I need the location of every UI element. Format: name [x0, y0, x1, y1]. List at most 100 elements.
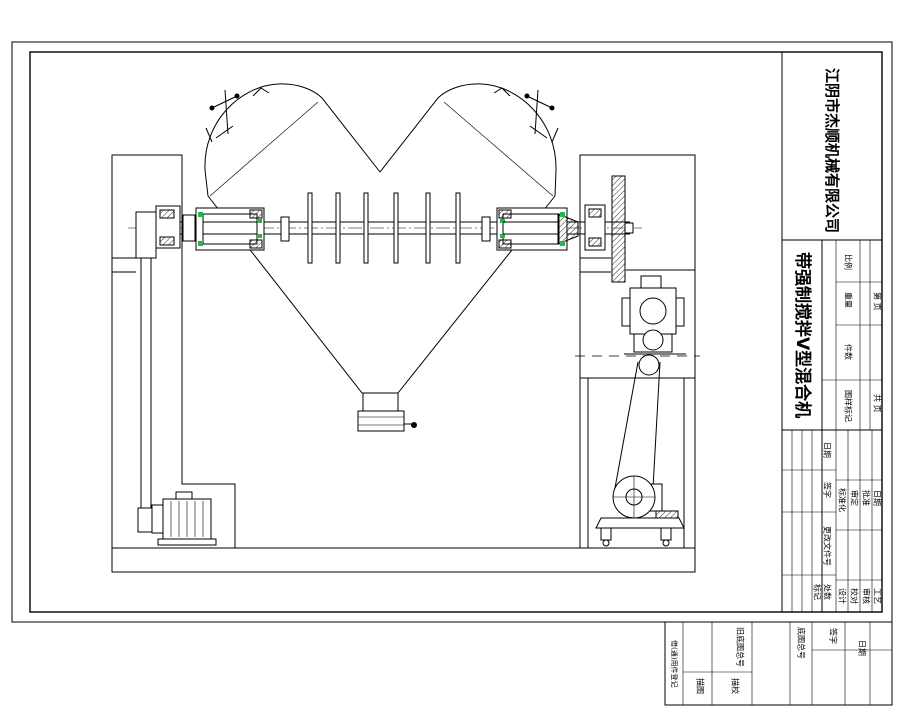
left-cylinder-end [209, 101, 319, 197]
label-weight: 重量 [844, 292, 854, 308]
left-drive-motor [151, 491, 217, 546]
stirring-blade [307, 192, 313, 264]
title-block: 江阴市杰顺机械有限公司 带强制搅拌V型混合机 比例 重量 件数 图样标记 第 页… [781, 52, 883, 612]
seal-ring [560, 212, 565, 217]
label-change-doc-no: 更改文件号 [823, 526, 833, 566]
shaft-key-end [624, 222, 634, 234]
outer-border [11, 41, 893, 623]
drawing-frame [11, 41, 893, 623]
clamp-knob [524, 93, 530, 99]
seal-gland [498, 239, 512, 249]
label-borrowed-parts: 借(通)用件登记 [670, 640, 679, 687]
clamp-knob [549, 105, 555, 111]
stirring-blade [425, 192, 431, 264]
label-drawing-mark: 图样标记 [844, 390, 854, 422]
clamp-handle [526, 95, 553, 109]
right-cylinder-end [443, 101, 554, 197]
lid-hinge [252, 87, 270, 97]
left-drive-belt [137, 258, 155, 533]
clamp-arm [529, 125, 548, 139]
bearing-block [159, 209, 175, 219]
label-standardization: 标准化 [838, 488, 848, 512]
belt-strand [652, 361, 661, 489]
clamp-knob [209, 105, 215, 111]
shaft-collar [182, 214, 196, 242]
machine-base [111, 547, 696, 573]
seal-gland [249, 239, 263, 249]
left-stand [111, 154, 236, 548]
blade-hub-flange [481, 216, 491, 242]
clamp-arm [205, 127, 213, 143]
label-total-pages: 共 页 [873, 394, 882, 413]
drawing-title: 带强制搅拌V型混合机 [792, 252, 813, 418]
seal-ring [500, 219, 505, 223]
right-drive-motor [595, 475, 685, 547]
stirring-blades [307, 192, 461, 264]
label-record-signature: 签字 [829, 628, 839, 644]
reducer-flange [621, 297, 631, 327]
clamp-bolt [224, 89, 229, 135]
record-table-border [664, 621, 893, 706]
stirring-blade [455, 192, 461, 264]
seal-gland [498, 209, 512, 219]
clamp-arm [215, 125, 234, 139]
right-lid-clamp [493, 87, 559, 143]
label-tracing: 描图 [696, 678, 706, 694]
valve-knob [411, 422, 417, 428]
label-signature: 签字 [823, 482, 833, 498]
seal-housing-inner [202, 213, 258, 245]
terminal-box [175, 491, 193, 500]
seal-ring [500, 234, 505, 238]
motor-foot [600, 527, 612, 541]
label-mark: 标记 [813, 584, 823, 600]
reducer-drive-belt [614, 354, 661, 489]
foot-bolt [602, 539, 610, 547]
label-design: 设计 [838, 588, 848, 604]
outlet-valve [357, 392, 417, 432]
label-approval-date: 日期 [873, 490, 882, 506]
drive-gear [611, 175, 626, 283]
left-bearing-assembly [135, 205, 290, 259]
label-approval-review: 审定 [850, 490, 860, 506]
label-scale: 比例 [844, 254, 854, 270]
label-count: 处数 [823, 584, 833, 600]
bearing-block [588, 237, 602, 247]
seal-ring [257, 234, 262, 238]
clamp-bolt [534, 89, 539, 135]
label-base-no: 底图总号 [797, 627, 807, 659]
label-tracing-check: 描校 [731, 678, 741, 694]
clamp-arm [551, 127, 559, 143]
motor-slide-base [595, 517, 685, 529]
vessel-left-side [204, 169, 209, 197]
belt-strand [614, 361, 639, 489]
reducer-housing [629, 287, 677, 335]
label-date: 日期 [823, 442, 832, 458]
seal-ring [257, 219, 262, 223]
company-name: 江阴市杰顺机械有限公司 [823, 68, 841, 233]
outlet-neck [362, 392, 399, 412]
clamp-knob [234, 93, 240, 99]
left-belt-pulley [135, 211, 157, 259]
label-quantity: 件数 [844, 344, 854, 360]
valve-body [357, 410, 405, 432]
right-bearing-assembly [481, 175, 634, 283]
bearing-block [159, 236, 175, 246]
stirring-blade [363, 192, 369, 264]
reducer-gear-cover [639, 297, 667, 325]
left-lid-clamp [205, 87, 270, 143]
stirring-blade [335, 192, 341, 264]
clamp-handle [211, 95, 238, 109]
seal-ring [560, 241, 565, 246]
tension-block [655, 510, 679, 519]
motor-feet [157, 538, 217, 546]
seal-cone [557, 213, 579, 245]
reducer-input [640, 275, 662, 289]
reducer-flange [675, 297, 685, 327]
blade-hub-flange [280, 216, 290, 242]
record-table: 借(通)用件登记 描图 描校 旧底图总号 底图总号 签字 日期 [664, 621, 893, 706]
inner-border [29, 51, 883, 613]
label-review: 审核 [862, 588, 872, 604]
seal-gland [249, 209, 263, 219]
motor-end-cover [151, 504, 164, 534]
